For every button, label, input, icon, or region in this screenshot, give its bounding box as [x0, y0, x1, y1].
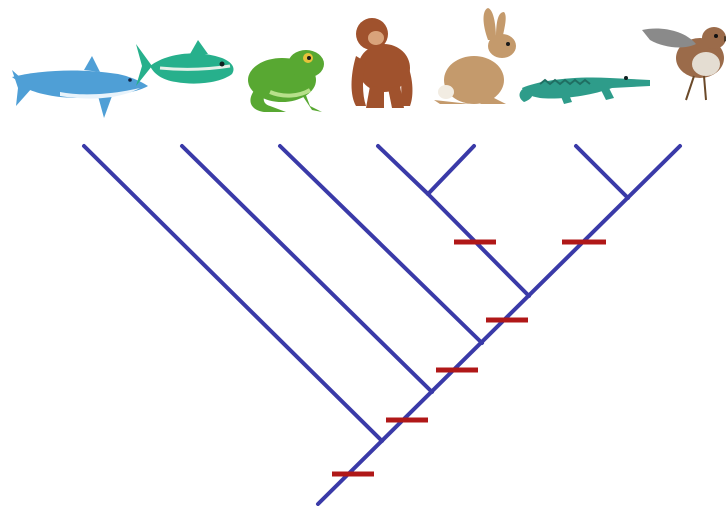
sparrow-wing [642, 28, 696, 48]
rabbit-ear-back [496, 12, 506, 40]
frog-pupil [307, 56, 311, 60]
frog-belly [269, 88, 312, 98]
rabbit-icon [434, 8, 516, 104]
crocodile-leg-front [600, 86, 614, 100]
rabbit-base [434, 100, 470, 104]
ape-arm [351, 56, 366, 106]
crocodile-tail [519, 88, 533, 102]
branch-frog [278, 144, 484, 345]
rabbit-front-paws [480, 96, 506, 104]
branch-trunk [316, 144, 682, 506]
tuna-dorsal-fin [190, 40, 208, 54]
shark-eye [128, 78, 132, 82]
shark-pectoral-fin [98, 96, 112, 118]
rabbit-eye [506, 42, 510, 46]
tuna-stripe [159, 64, 231, 71]
shark-icon [12, 56, 148, 118]
rabbit-tail [438, 85, 454, 99]
branch-rabbit [426, 144, 476, 196]
tuna-tail-fin [136, 44, 152, 86]
ape-leg-right [388, 86, 404, 108]
tuna-icon [136, 40, 234, 86]
frog-icon [248, 50, 324, 112]
branch-ape [376, 144, 430, 196]
crocodile-icon [519, 76, 650, 104]
branches [82, 144, 682, 506]
sparrow-icon [642, 27, 726, 101]
crocodile-leg-back [560, 92, 572, 104]
frog-head [288, 50, 324, 78]
crocodile-eye [624, 76, 628, 80]
rabbit-body [444, 56, 504, 104]
rabbit-ear [483, 8, 496, 40]
trait-markers [332, 239, 606, 477]
sparrow-eye [714, 34, 718, 38]
frog-hind-leg [250, 88, 286, 112]
branch-mammal-clade [426, 192, 531, 298]
shark-dorsal-fin [84, 56, 100, 72]
branch-tuna [180, 144, 434, 394]
sparrow-breast [692, 52, 720, 76]
tuna-eye [219, 61, 225, 67]
crocodile-scutes [539, 78, 591, 86]
sparrow-head [702, 27, 726, 49]
shark-body [12, 70, 148, 99]
ape-leg [366, 86, 384, 108]
ape-torso [358, 44, 410, 92]
branch-shark [82, 144, 384, 443]
crocodile-body [522, 77, 650, 99]
frog-front-leg [300, 90, 322, 112]
ape-face [368, 31, 384, 45]
shark-belly [60, 88, 140, 99]
ape-icon [351, 18, 413, 108]
branch-crocodile [574, 144, 630, 200]
shark-tail-fin [12, 70, 32, 106]
ape-arm-right [398, 56, 413, 106]
sparrow-legs [685, 75, 707, 101]
